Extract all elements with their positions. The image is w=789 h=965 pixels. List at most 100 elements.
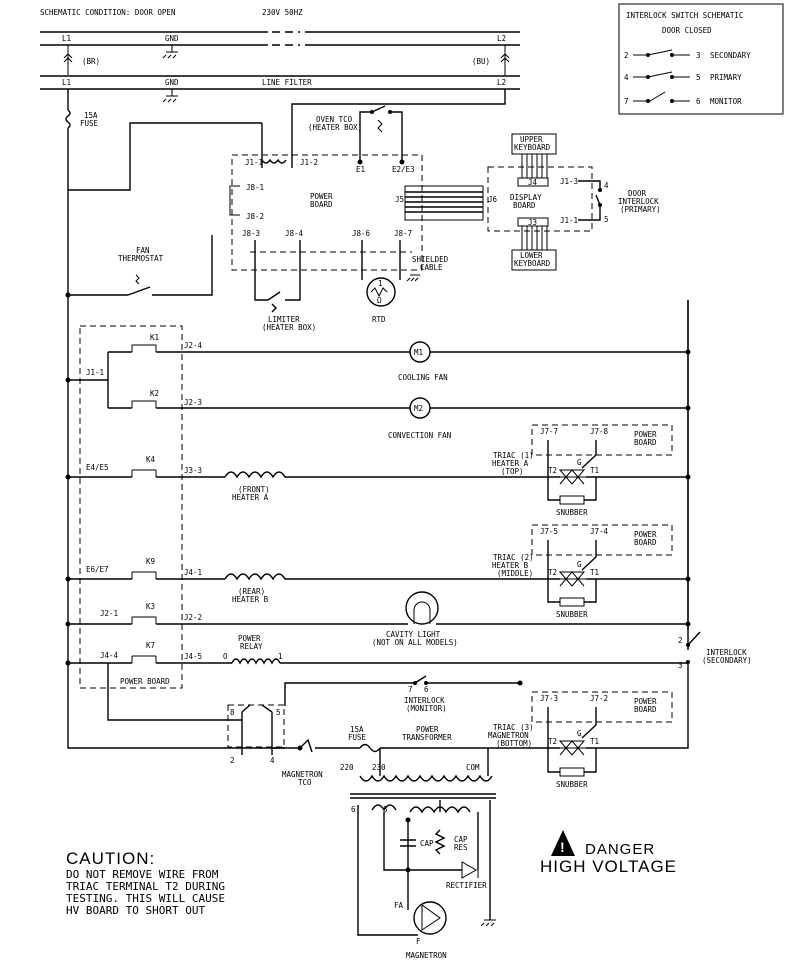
triac1-label1: TRIAC (1) — [493, 451, 534, 460]
relay-coil-icon — [261, 158, 293, 168]
j72-label: J7-2 — [590, 694, 608, 703]
sw8: 8 — [230, 708, 235, 717]
l1-filter-label: L1 — [62, 78, 71, 87]
door-interlock-switch — [578, 180, 601, 221]
cap-res-icon — [434, 829, 446, 855]
j23-label: J2-3 — [184, 398, 202, 407]
fa-label: FA — [394, 901, 404, 910]
triac3-label1: TRIAC (3) — [493, 723, 534, 732]
cooling-fan-label: COOLING FAN — [398, 373, 448, 382]
fuse-b-amp: 15A — [350, 725, 364, 734]
e1-label: E1 — [356, 165, 365, 174]
door-label3: (PRIMARY) — [620, 205, 661, 214]
sw2: 2 — [230, 756, 235, 765]
relay-label1: POWER — [238, 634, 261, 643]
j4-label: J4 — [528, 178, 538, 187]
relay-contacts-k1-k2 — [131, 344, 157, 408]
cap-label: CAP — [420, 839, 434, 848]
rtd-omega: Ω — [377, 296, 382, 305]
schematic-condition: SCHEMATIC CONDITION: DOOR OPEN — [40, 8, 175, 17]
tco-heat-icon — [377, 119, 383, 133]
door-pin-4: 4 — [604, 181, 609, 190]
motor-wires — [210, 351, 688, 409]
upper-keyboard-label1: UPPER — [520, 135, 543, 144]
shielded-label1: SHIELDED — [412, 255, 449, 264]
svg-text:PRIMARY: PRIMARY — [710, 73, 742, 82]
svg-text:7: 7 — [624, 97, 629, 106]
j77-label: J7-7 — [540, 427, 558, 436]
mag-tco-label2: TCO — [298, 778, 312, 787]
upper-keyboard-label2: KEYBOARD — [514, 143, 551, 152]
j87-label: J8-7 — [394, 229, 412, 238]
interlock-sec-3: 3 — [678, 661, 683, 670]
j8-jumper — [229, 185, 240, 216]
snubber2-wire — [547, 579, 597, 603]
rectifier-label: RECTIFIER — [446, 881, 487, 890]
danger-warning-icon — [551, 830, 575, 856]
j11-label: J1-1 — [245, 158, 263, 167]
triac2-label1: TRIAC (2) — [493, 553, 534, 562]
triac2-power: POWER — [634, 530, 657, 539]
relay-1: 1 — [278, 652, 283, 661]
sw4: 4 — [270, 756, 275, 765]
triac2-label2: HEATER B — [492, 561, 529, 570]
transformer-core — [350, 793, 496, 799]
j13-label: J1-3 — [560, 177, 578, 186]
svg-text:!: ! — [560, 839, 565, 855]
triac3-t2: T2 — [548, 737, 557, 746]
snubber1-wire — [547, 477, 597, 501]
svg-text:SECONDARY: SECONDARY — [710, 51, 751, 60]
triac3-t1: T1 — [590, 737, 599, 746]
j6-label: J6 — [488, 195, 498, 204]
triac1-board: BOARD — [634, 438, 657, 447]
ground-symbol-2 — [162, 89, 178, 103]
fuse-label: FUSE — [80, 119, 99, 128]
j41-label: J4-1 — [184, 568, 202, 577]
lower-keyboard-label1: LOWER — [520, 251, 543, 260]
display-label2: BOARD — [513, 201, 536, 210]
power-board-lower-label: POWER BOARD — [120, 677, 170, 686]
mag-tco-label1: MAGNETRON — [282, 770, 323, 779]
svg-text:MONITOR: MONITOR — [710, 97, 742, 106]
danger-label: DANGER — [585, 841, 655, 858]
monitor-wires — [107, 663, 520, 721]
relay-label2: RELAY — [240, 642, 263, 651]
triac3-wires — [488, 663, 689, 749]
interlock-secondary-switch — [687, 300, 701, 646]
line-filter-rail — [40, 75, 520, 90]
limiter-label2: (HEATER BOX) — [262, 323, 316, 332]
triac2-t2: T2 — [548, 568, 557, 577]
snubber3-icon — [559, 767, 585, 777]
j44-label: J4-4 — [100, 651, 119, 660]
j4-connector — [517, 177, 549, 187]
relay-contact-switch — [241, 704, 273, 740]
power-board-lower-outline — [79, 325, 183, 689]
triac3-power: POWER — [634, 697, 657, 706]
cap-res-label2: RES — [454, 843, 468, 852]
j84-label: J8-4 — [285, 229, 304, 238]
legend-row-monitor: 7 6 MONITOR — [624, 91, 742, 106]
limiter-wires — [254, 240, 301, 301]
j5-label: J5 — [395, 195, 404, 204]
l2-label: L2 — [497, 34, 506, 43]
shielded-label2: CABLE — [420, 263, 443, 272]
display-board-outline — [487, 166, 593, 232]
monitor-label2: (MONITOR) — [406, 704, 447, 713]
display-label1: DISPLAY — [510, 193, 542, 202]
e6e7-label: E6/E7 — [86, 565, 109, 574]
relay-contact-outline — [227, 704, 285, 748]
f-label: F — [416, 937, 421, 946]
l1-label: L1 — [62, 34, 71, 43]
capacitor-icon — [400, 839, 416, 847]
triac2-board-outline — [531, 524, 673, 556]
cap-res-label1: CAP — [454, 835, 468, 844]
legend-title: INTERLOCK SWITCH SCHEMATIC — [626, 11, 743, 20]
svg-text:5: 5 — [696, 73, 701, 82]
rear-label2: HEATER B — [232, 595, 269, 604]
j78-label: J7-8 — [590, 427, 609, 436]
triac2-label3: (MIDDLE) — [497, 569, 533, 578]
j21-label: J2-1 — [100, 609, 118, 618]
connector-l1 — [63, 45, 73, 75]
j12-label: J1-2 — [300, 158, 318, 167]
svg-text:6: 6 — [696, 97, 701, 106]
